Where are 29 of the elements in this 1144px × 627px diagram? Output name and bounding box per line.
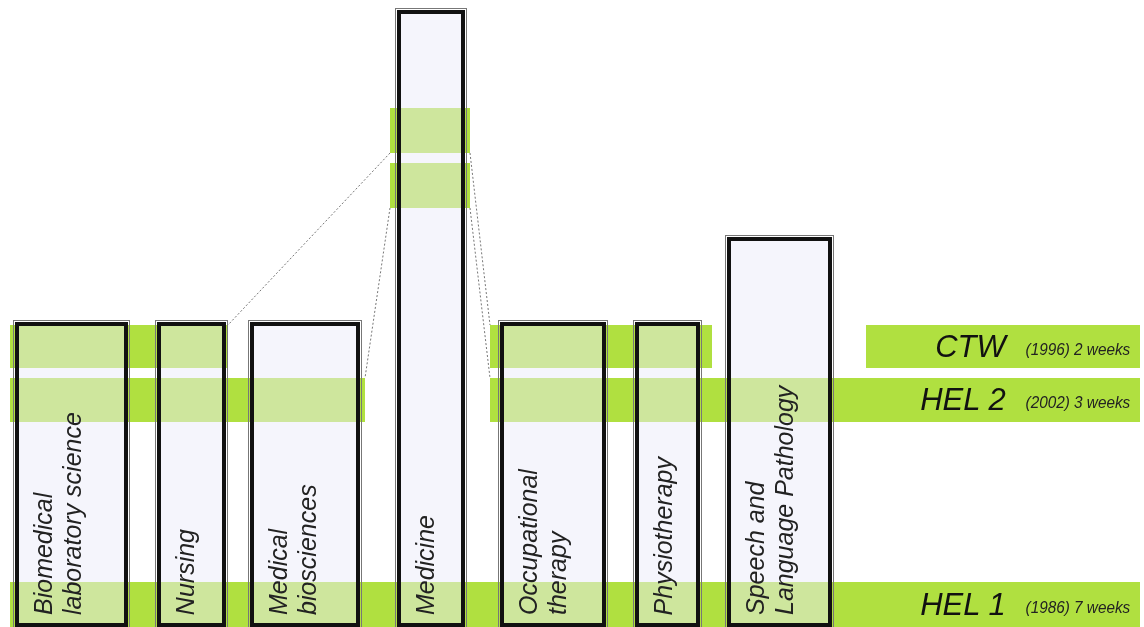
- programme-column: [15, 322, 128, 627]
- programme-name: Medicine: [411, 514, 440, 615]
- programme-column: [727, 237, 832, 627]
- course-details: (1996) 2 weeks: [1025, 338, 1130, 360]
- projection-line: [469, 207, 491, 379]
- course-name: HEL 1: [920, 586, 1006, 623]
- projection-line: [469, 152, 491, 326]
- programme-column: [635, 322, 700, 627]
- course-band: [866, 325, 1140, 368]
- programme-name: Physiotherapy: [649, 456, 678, 615]
- course-band: [390, 163, 470, 208]
- programme-column: [250, 322, 360, 627]
- course-band: [390, 108, 470, 153]
- course-band: [10, 325, 228, 368]
- programme-column: [157, 322, 226, 627]
- programme-name: Medical biosciences: [264, 483, 322, 615]
- course-band: [490, 325, 712, 368]
- course-details: (1986) 7 weeks: [1025, 596, 1130, 618]
- programme-name: Biomedical laboratory science: [29, 411, 87, 615]
- projection-line: [227, 152, 391, 326]
- course-name: CTW: [935, 328, 1006, 365]
- course-details: (2002) 3 weeks: [1025, 392, 1130, 413]
- programme-column: [500, 322, 606, 627]
- course-name: HEL 2: [920, 382, 1006, 418]
- projection-line: [364, 207, 391, 379]
- programme-name: Occupational therapy: [514, 467, 572, 615]
- programme-name: Nursing: [171, 528, 200, 615]
- programme-column: [397, 10, 465, 627]
- programme-name: Speech and Language Pathology: [741, 385, 799, 615]
